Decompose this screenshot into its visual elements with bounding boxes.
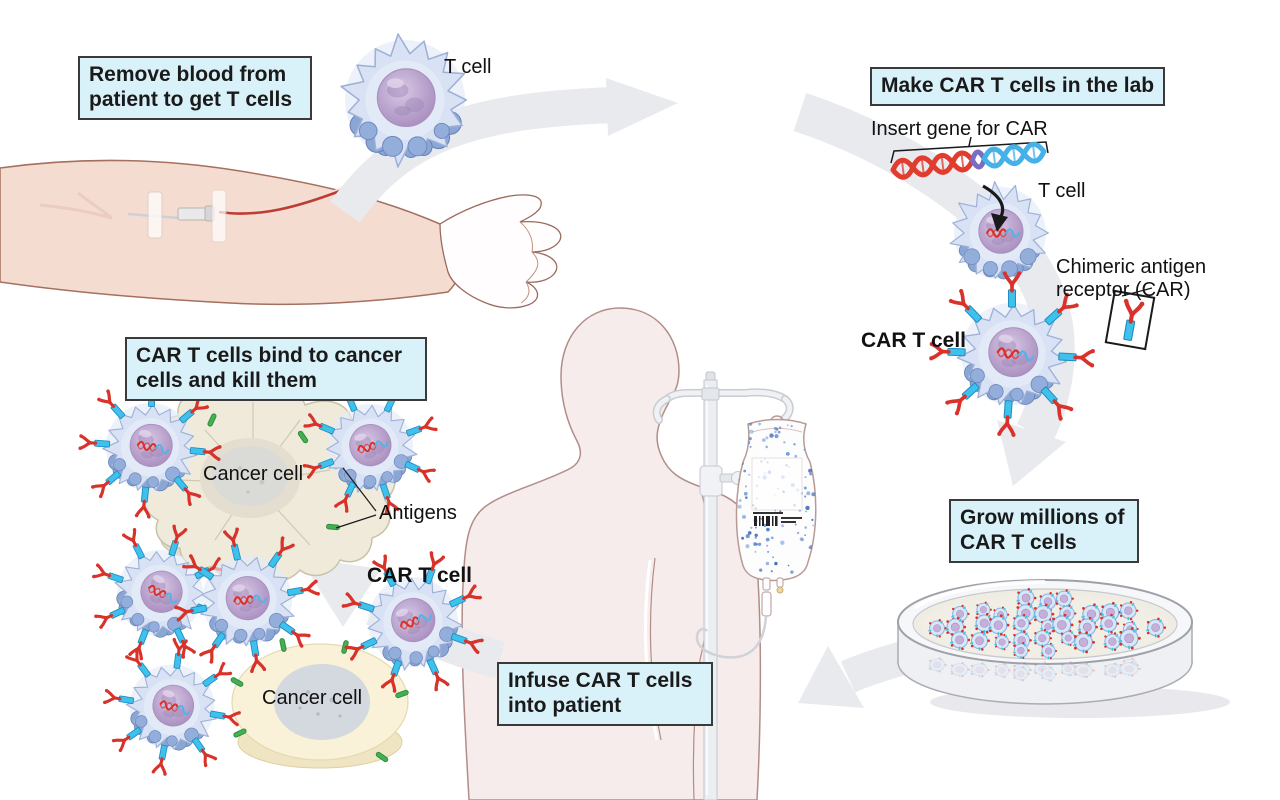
insert-gene-bracket [890, 136, 1049, 164]
antigens-label: Antigens [379, 502, 457, 524]
dna-illustration [890, 141, 1047, 180]
step-box-make-car: Make CAR T cells in the lab [870, 67, 1166, 106]
finger-creases [519, 221, 539, 304]
iv-bag [695, 415, 817, 659]
arm-illustration [0, 151, 562, 309]
step-box-bind-kill: CAR T cells bind to cancer cells and kil… [125, 337, 427, 401]
iv-tube [695, 615, 768, 659]
insert-gene-arrow [982, 184, 1008, 232]
hand-illustration [439, 194, 562, 309]
step-box-infuse: Infuse CAR T cells into patient [497, 662, 713, 726]
step-box-grow: Grow millions of CAR T cells [949, 499, 1139, 563]
cancer-cell-label-attacked: Cancer cell [203, 463, 304, 485]
step-box-remove-blood: Remove blood from patient to get T cells [78, 56, 312, 120]
t-cell-label-lab: T cell [1038, 180, 1086, 202]
car-t-cell-illustration [87, 622, 257, 792]
cancer-cell-label-intact: Cancer cell [262, 687, 363, 709]
cancer-cell-intact-illustration [231, 643, 409, 769]
t-cell-illustration [340, 33, 468, 168]
car-t-cell-label-bottom: CAR T cell [367, 564, 473, 587]
insert-gene-label: Insert gene for CAR [871, 118, 1048, 140]
chimeric-antigen-receptor-label: Chimeric antigen receptor (CAR) [1056, 256, 1207, 301]
vein-lines [39, 191, 113, 220]
receptor-callout-box [1104, 287, 1156, 351]
t-cell-label-top: T cell [444, 56, 492, 78]
iv-catheter [127, 189, 227, 243]
car-t-cell-label: CAR T cell [861, 329, 967, 352]
antigen-leader-lines [335, 467, 377, 529]
bag-barcode [753, 512, 802, 526]
